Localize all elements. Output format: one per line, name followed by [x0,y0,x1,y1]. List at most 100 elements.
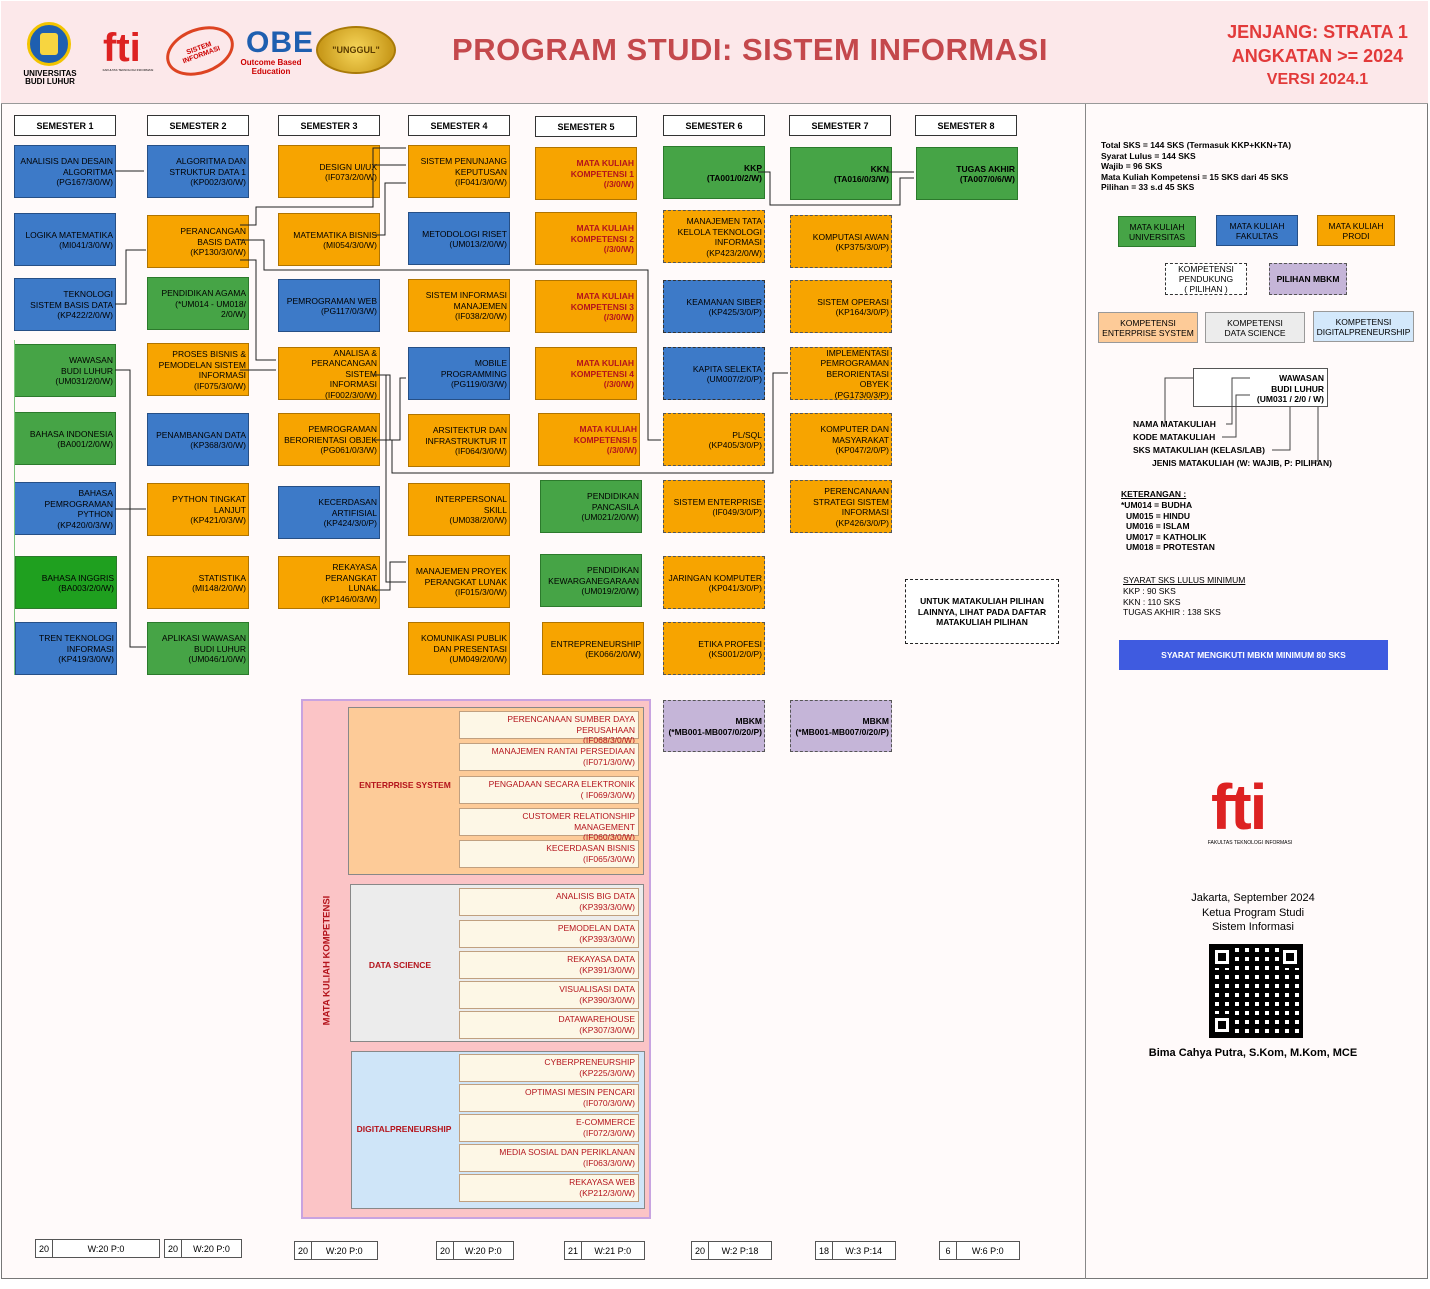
course-box: BAHASA INDONESIA (BA001/2/0/W) [14,412,116,465]
course-box: MOBILE PROGRAMMING (PG119/0/3/W) [408,347,510,400]
ket-line: UM018 = PROTESTAN [1126,542,1215,552]
semester-header-1: SEMESTER 1 [14,115,116,136]
versi-label: VERSI 2024.1 [1266,71,1369,88]
semester-header-8: SEMESTER 8 [915,115,1017,136]
sks-total: 20 [692,1242,709,1259]
course-box: MATA KULIAH KOMPETENSI 5 (/3/0/W) [538,413,640,466]
legend-es: KOMPETENSI ENTERPRISE SYSTEM [1098,312,1198,343]
sample-label-jenis: JENIS MATAKULIAH (W: WAJIB, P: PILIHAN) [1152,458,1332,468]
course-box: PEMROGRAMAN BERORIENTASI OBJEK (PG061/0/… [278,413,380,466]
keterangan-list: *UM014 = BUDHA UM015 = HINDU UM016 = ISL… [1121,500,1215,553]
course-box: BAHASA INGGRIS (BA003/2/0/W) [15,556,117,609]
group-name-dp: DIGITALPRENEURSHIP [356,1124,452,1134]
course-box: PERENCANAAN STRATEGI SISTEM INFORMASI (K… [790,480,892,533]
course-box: APLIKASI WAWASAN BUDI LUHUR (UM046/1/0/W… [147,622,249,675]
course-box: MATA KULIAH KOMPETENSI 1 (/3/0/W) [535,147,637,200]
course-box: TREN TEKNOLOGI INFORMASI (KP419/3/0/W) [15,622,117,675]
course-box: PENDIDIKAN PANCASILA (UM021/2/0/W) [540,480,642,533]
sks-breakdown: W:3 P:14 [845,1246,883,1256]
course-box: ALGORITMA DAN STRUKTUR DATA 1 (KP002/3/0… [147,145,249,198]
signer-name: Bima Cahya Putra, S.Kom, M.Kom, MCE [1148,1047,1358,1059]
ket-line: *UM014 = BUDHA [1121,500,1193,510]
kompetensi-vertical-label: MATA KULIAH KOMPETENSI [321,895,333,1026]
course-box: MANAJEMEN TATA KELOLA TEKNOLOGI INFORMAS… [663,210,765,263]
legend-fakultas: MATA KULIAH FAKULTAS [1216,215,1298,246]
legend-univ: MATA KULIAH UNIVERSITAS [1118,216,1196,247]
kompetensi-course: E-COMMERCE (IF072/3/0/W) [459,1114,639,1142]
group-name-es: ENTERPRISE SYSTEM [359,780,451,790]
divider [1085,104,1086,1279]
course-box: WAWASAN BUDI LUHUR (UM031/2/0/W) [14,344,116,397]
course-box: KKP (TA001/0/2/W) [663,146,765,199]
course-box: PERANCANGAN BASIS DATA (KP130/3/0/W) [147,215,249,268]
course-box: MBKM (*MB001-MB007/0/20/P) [663,700,765,752]
course-box: PENDIDIKAN AGAMA (*UM014 - UM018/ 2/0/W) [147,277,249,330]
course-box: PROSES BISNIS & PEMODELAN SISTEM INFORMA… [147,343,249,396]
signature-block: Jakarta, September 2024 Ketua Program St… [1150,891,1356,935]
summary-line: Mata Kuliah Kompetensi = 15 SKS dari 45 … [1101,171,1289,182]
sks-breakdown: W:20 P:0 [193,1244,230,1254]
ubl-logo-text: UNIVERSITAS BUDI LUHUR [23,69,77,86]
summary-line: Syarat Lulus = 144 SKS [1101,150,1196,161]
course-box: JARINGAN KOMPUTER (KP041/3/0/P) [663,556,765,609]
course-box: TUGAS AKHIR (TA007/0/6/W) [916,147,1018,200]
course-box: MATA KULIAH KOMPETENSI 4 (/3/0/W) [535,347,637,400]
course-box: DESIGN UI/UX (IF073/2/0/W) [278,145,380,198]
qr-code [1209,944,1303,1038]
course-box: KAPITA SELEKTA (UM007/2/0/P) [663,347,765,400]
course-box: ARSITEKTUR DAN INFRASTRUKTUR IT (IF064/3… [408,414,510,467]
legend-prodi: MATA KULIAH PRODI [1317,215,1395,246]
course-box: SISTEM INFORMASI MANAJEMEN (IF038/2/0/W) [408,279,510,332]
course-box: MATA KULIAH KOMPETENSI 2 (/3/0/W) [535,212,637,265]
course-box: KOMPUTER DAN MASYARAKAT (KP047/2/0/P) [790,413,892,466]
kompetensi-course: REKAYASA WEB (KP212/3/0/W) [459,1174,639,1202]
semester-header-5: SEMESTER 5 [535,116,637,137]
course-box: SISTEM PENUNJANG KEPUTUSAN (IF041/3/0/W) [408,145,510,198]
ubl-logo [27,22,71,66]
course-box: MBKM (*MB001-MB007/0/20/P) [790,700,892,752]
syarat-list: KKP : 90 SKS KKN : 110 SKS TUGAS AKHIR :… [1123,586,1221,618]
sks-breakdown: W:20 P:0 [325,1246,363,1256]
course-box: SISTEM ENTERPRISE (IF049/3/0/P) [663,480,765,533]
sks-total: 6 [940,1242,957,1259]
course-box: LOGIKA MATEMATIKA (MI041/3/0/W) [14,213,116,266]
legend-pendukung: KOMPETENSI PENDUKUNG ( PILIHAN ) [1165,263,1247,295]
course-box: PENAMBANGAN DATA (KP368/3/0/W) [147,413,249,466]
semester-header-3: SEMESTER 3 [278,115,380,136]
sks-total: 18 [816,1242,833,1259]
kompetensi-course: VISUALISASI DATA (KP390/3/0/W) [459,981,639,1009]
course-box: REKAYASA PERANGKAT LUNAK (KP146/0/3/W) [278,556,380,609]
sks-total: 20 [295,1242,312,1259]
sks-total: 20 [437,1242,454,1259]
semester-header-7: SEMESTER 7 [789,115,891,136]
kompetensi-course: CYBERPRENEURSHIP (KP225/3/0/W) [459,1054,639,1082]
keterangan-title: KETERANGAN : [1121,489,1187,499]
syarat-title: SYARAT SKS LULUS MINIMUM [1123,575,1246,585]
ket-line: UM017 = KATHOLIK [1126,531,1207,542]
course-box: MATA KULIAH KOMPETENSI 3 (/3/0/W) [535,280,637,333]
syarat-line: KKN : 110 SKS [1123,596,1181,607]
course-box: KOMPUTASI AWAN (KP375/3/0/P) [790,215,892,268]
jenjang-label: JENJANG: STRATA 1 [1227,22,1408,42]
sample-label-nama: NAMA MATAKULIAH [1133,419,1216,429]
unggul-badge: "UNGGUL" [316,26,396,74]
sks-breakdown: W:21 P:0 [594,1246,632,1256]
legend-mbkm: PILIHAN MBKM [1269,263,1347,295]
sample-course: WAWASAN BUDI LUHUR (UM031 / 2/0 / W) [1193,368,1328,407]
sample-label-sks: SKS MATAKULIAH (KELAS/LAB) [1133,445,1265,455]
sks-total: 20 [165,1240,182,1257]
course-box: MATEMATIKA BISNIS (MI054/3/0/W) [278,213,380,266]
course-box: METODOLOGI RISET (UM013/2/0/W) [408,212,510,265]
sig-line: Sistem Informasi [1212,921,1294,933]
course-box: ANALISIS DAN DESAIN ALGORITMA (PG167/3/0… [14,145,116,198]
header [1,1,1428,104]
ket-line: UM015 = HINDU [1126,510,1191,521]
pilihan-note: UNTUK MATAKULIAH PILIHAN LAINNYA, LIHAT … [905,579,1059,644]
course-box: KOMUNIKASI PUBLIK DAN PRESENTASI (UM049/… [408,622,510,675]
obe-logo: OBE [246,26,315,59]
ket-line: UM016 = ISLAM [1126,521,1190,531]
